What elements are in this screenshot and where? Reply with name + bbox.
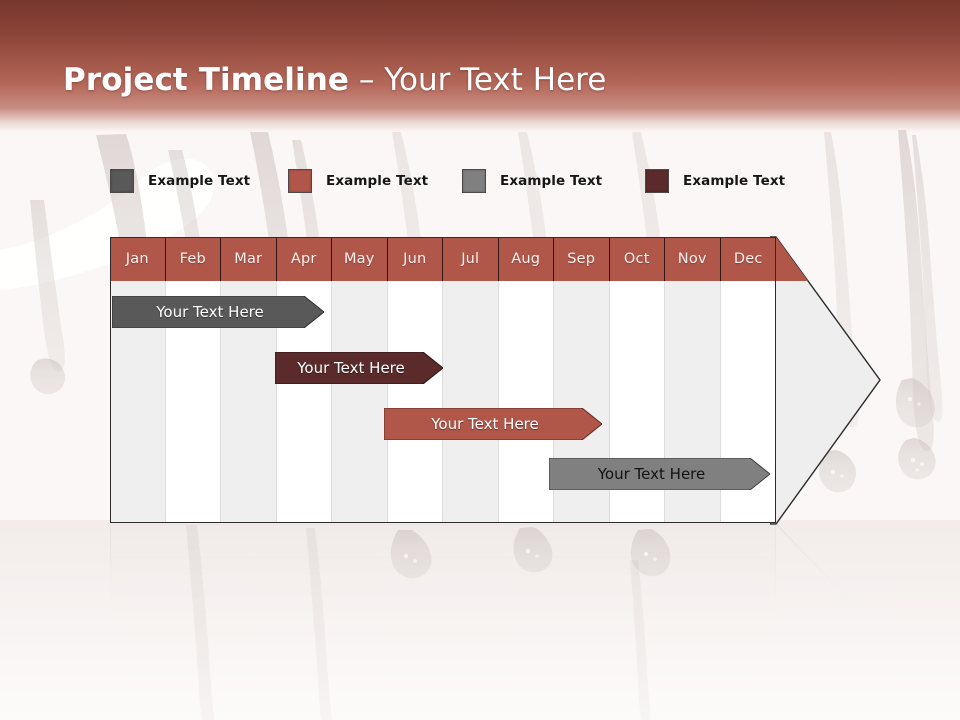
task-bar-shape	[549, 458, 770, 490]
legend-item-4[interactable]: Example Text	[645, 168, 785, 194]
month-label: Jul	[461, 251, 480, 267]
month-header-cell[interactable]: Aug	[499, 237, 554, 281]
legend-label: Example Text	[500, 173, 603, 189]
page-title-strong: Project Timeline	[63, 62, 349, 98]
task-bar-shape	[384, 408, 602, 440]
chart-frame	[110, 237, 776, 523]
month-label: Feb	[179, 251, 206, 267]
legend-swatch-icon	[462, 169, 486, 193]
legend-label: Example Text	[148, 173, 251, 189]
task-bar-shape	[112, 296, 324, 328]
task-bar-label: Your Text Here	[597, 465, 706, 483]
month-label: Dec	[733, 251, 763, 267]
task-bar-shape	[275, 352, 443, 384]
task-bar-label: Your Text Here	[297, 359, 405, 377]
task-bar-1[interactable]: Your Text Here	[112, 296, 324, 328]
timeline-arrowhead	[770, 236, 881, 525]
month-header-cell[interactable]: Dec	[721, 237, 777, 281]
page-title-light: – Your Text Here	[349, 62, 607, 98]
month-header-cell[interactable]: May	[332, 237, 388, 281]
month-label: Jan	[125, 251, 149, 267]
task-bar-3[interactable]: Your Text Here	[384, 408, 602, 440]
month-label: Jun	[403, 251, 427, 267]
month-header-cell[interactable]: Apr	[277, 237, 332, 281]
page-title: Project Timeline – Your Text Here	[63, 60, 606, 100]
legend-swatch-icon	[288, 169, 312, 193]
legend-label: Example Text	[683, 173, 786, 189]
task-bar-2[interactable]: Your Text Here	[275, 352, 443, 384]
month-header-row: Jan Feb Mar Apr May Jun Jul Aug Sep Oct …	[110, 237, 776, 281]
month-label: Nov	[677, 251, 707, 267]
month-header-cell[interactable]: Jun	[388, 237, 443, 281]
legend-swatch-icon	[110, 169, 134, 193]
month-header-cell[interactable]: Jan	[110, 237, 166, 281]
month-label: Mar	[234, 251, 263, 267]
month-header-cell[interactable]: Mar	[221, 237, 277, 281]
month-header-cell[interactable]: Oct	[610, 237, 665, 281]
gantt-chart: Jan Feb Mar Apr May Jun Jul Aug Sep Oct …	[110, 237, 776, 523]
legend-swatch-icon	[645, 169, 669, 193]
month-header-cell[interactable]: Jul	[443, 237, 499, 281]
legend-item-3[interactable]: Example Text	[462, 168, 602, 194]
month-label: Sep	[567, 251, 596, 267]
legend-item-1[interactable]: Example Text	[110, 168, 250, 194]
task-bar-label: Your Text Here	[431, 415, 539, 433]
month-label: May	[343, 251, 375, 267]
legend: Example Text Example Text Example Text E…	[110, 168, 810, 196]
legend-item-2[interactable]: Example Text	[288, 168, 428, 194]
month-header-cell[interactable]: Feb	[166, 237, 221, 281]
task-bar-4[interactable]: Your Text Here	[549, 458, 770, 490]
month-header-cell[interactable]: Sep	[554, 237, 610, 281]
month-label: Apr	[290, 251, 317, 267]
task-bar-label: Your Text Here	[156, 303, 264, 321]
month-label: Oct	[623, 251, 650, 267]
month-header-cell[interactable]: Nov	[665, 237, 721, 281]
month-label: Aug	[511, 251, 541, 267]
legend-label: Example Text	[326, 173, 429, 189]
title-banner	[0, 0, 960, 132]
